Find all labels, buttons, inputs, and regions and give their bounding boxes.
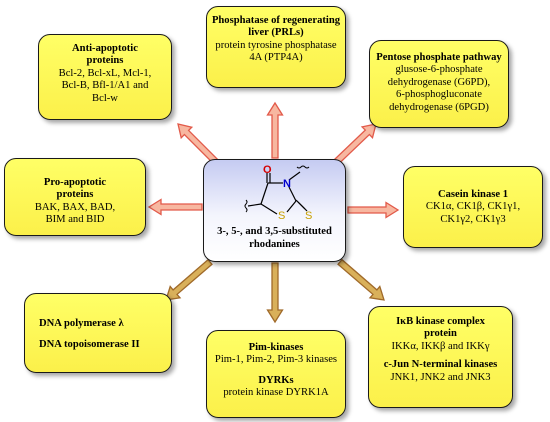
dyrks-line: protein kinase DYRK1A (223, 387, 329, 399)
pentose-title: Pentose phosphate pathway (376, 52, 502, 63)
pro-apoptotic-box: Pro-apoptotic proteins BAK, BAX, BAD, BI… (4, 158, 146, 236)
pentose-line3: 6-phosphogluconate (396, 89, 482, 101)
pro-line1: BAK, BAX, BAD, (34, 201, 116, 213)
ikb-line1: IKKα, IKKβ and IKKγ (391, 340, 490, 352)
casein-kinase-box: Casein kinase 1 CK1α, CK1β, CK1γ1, CK1γ2… (403, 166, 543, 248)
c5-substituent-wavy-bond (244, 199, 248, 213)
arrow-to-ikb (337, 258, 385, 301)
rhodanine-core-box: O N S S 3-, 5-, and 3,5-substituted rhod… (203, 159, 346, 262)
prl-title-line2: liver (PRLs) (248, 27, 304, 39)
anti-line2: Bcl-B, Bfl-1/A1 and (61, 80, 149, 92)
arrow-to-pro (147, 198, 203, 216)
n-substituent-wavy-bond (296, 165, 310, 169)
casein-line2: CK1γ2, CK1γ3 (440, 213, 506, 225)
pentose-line2: dehydrogenase (G6PD), (387, 76, 491, 88)
arrow-to-pim (266, 262, 284, 324)
rhodanine-title-line1: 3-, 5-, and 3,5-substituted (217, 226, 332, 237)
dyrks-title: DYRKs (258, 374, 294, 386)
ikb-title-line2: protein (424, 328, 457, 340)
pentose-phosphate-box: Pentose phosphate pathway glusose-6-phos… (369, 40, 509, 128)
pro-title-line2: proteins (56, 189, 94, 201)
arrow-to-prl (266, 101, 284, 159)
dna-polymerase-label: DNA polymerase λ (39, 318, 124, 329)
pentose-line1: glusose-6-phosphate (395, 64, 483, 76)
pim-line1: Pim-1, Pim-2, Pim-3 kinases (214, 354, 338, 366)
jnk-title: c-Jun N-terminal kinases (383, 359, 498, 371)
prl-line1: protein tyrosine phosphatase (215, 39, 337, 51)
rhodanine-title-line2: rhodanines (249, 239, 300, 250)
casein-line1: CK1α, CK1β, CK1γ1, (425, 201, 521, 213)
ikb-title-line1: IκB kinase complex (396, 316, 485, 327)
pro-title-line1: Pro-apoptotic (43, 177, 107, 188)
arrow-to-casein (347, 201, 400, 219)
pim-title: Pim-kinases (248, 342, 304, 353)
exocyclic-sulfur-atom-label: S (305, 210, 312, 222)
anti-apoptotic-box: Anti-apoptotic proteins Bcl-2, Bcl-xL, M… (38, 34, 172, 120)
pim-kinases-box: Pim-kinases Pim-1, Pim-2, Pim-3 kinases … (206, 330, 346, 418)
ring-sulfur-atom-label: S (278, 210, 285, 222)
prl-title-line1: Phosphatase of regenerating (211, 15, 341, 26)
casein-title: Casein kinase 1 (437, 189, 509, 200)
pentose-line4: dehydrogenase (6PGD) (389, 101, 489, 113)
dna-enzymes-box: DNA polymerase λ DNA topoisomerase II (24, 293, 172, 373)
anti-line3: Bcl-w (92, 92, 118, 104)
prl-box: Phosphatase of regenerating liver (PRLs)… (206, 6, 346, 88)
ikb-jnk-box: IκB kinase complex protein IKKα, IKKβ an… (368, 306, 513, 408)
jnk-line: JNK1, JNK2 and JNK3 (390, 371, 491, 383)
nitrogen-atom-label: N (283, 178, 291, 190)
anti-title-line2: proteins (86, 55, 124, 67)
rhodanine-structure: O N S S (244, 164, 312, 222)
arrow-to-dna (165, 258, 213, 301)
oxygen-atom-label: O (263, 164, 272, 176)
pro-line2: BIM and BID (45, 214, 105, 226)
anti-title-line1: Anti-apoptotic (72, 43, 138, 54)
anti-line1: Bcl-2, Bcl-xL, Mcl-1, (58, 67, 152, 79)
prl-line2: 4A (PTP4A) (249, 52, 303, 64)
dna-topoisomerase-label: DNA topoisomerase II (39, 339, 140, 351)
